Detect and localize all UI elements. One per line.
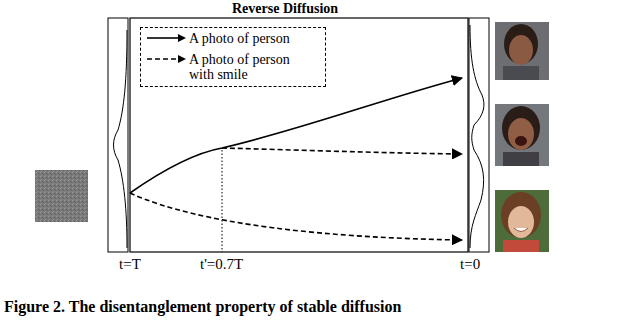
face-photo (495, 190, 549, 252)
face-photo (495, 22, 549, 80)
time-label: t=T (119, 256, 141, 273)
distribution-box (108, 18, 128, 252)
dashed-trajectory (130, 193, 462, 240)
face-photo (495, 104, 549, 166)
plot-frame (130, 18, 468, 252)
legend-text: A photo of person (189, 31, 317, 46)
legend-box: A photo of person A photo of person with … (140, 27, 326, 87)
time-label: t=0 (460, 256, 480, 273)
dashed-trajectory (222, 148, 462, 154)
legend-row: A photo of person with smile (145, 52, 317, 82)
time-marker (222, 150, 223, 252)
bimodal-curve (470, 25, 484, 248)
distribution-box (469, 18, 489, 252)
time-label: t'=0.7T (200, 256, 243, 273)
legend-text: A photo of person with smile (189, 52, 317, 82)
legend-row: A photo of person (145, 31, 317, 46)
solid-trajectory (130, 78, 462, 193)
noise-image (35, 170, 88, 222)
solid-arrow-sample (145, 31, 189, 45)
dashed-arrow-sample (145, 52, 189, 66)
diagram-title: Reverse Diffusion (232, 1, 338, 17)
gaussian-curve (114, 30, 128, 248)
figure-caption: Figure 2. The disentanglement property o… (4, 298, 401, 316)
